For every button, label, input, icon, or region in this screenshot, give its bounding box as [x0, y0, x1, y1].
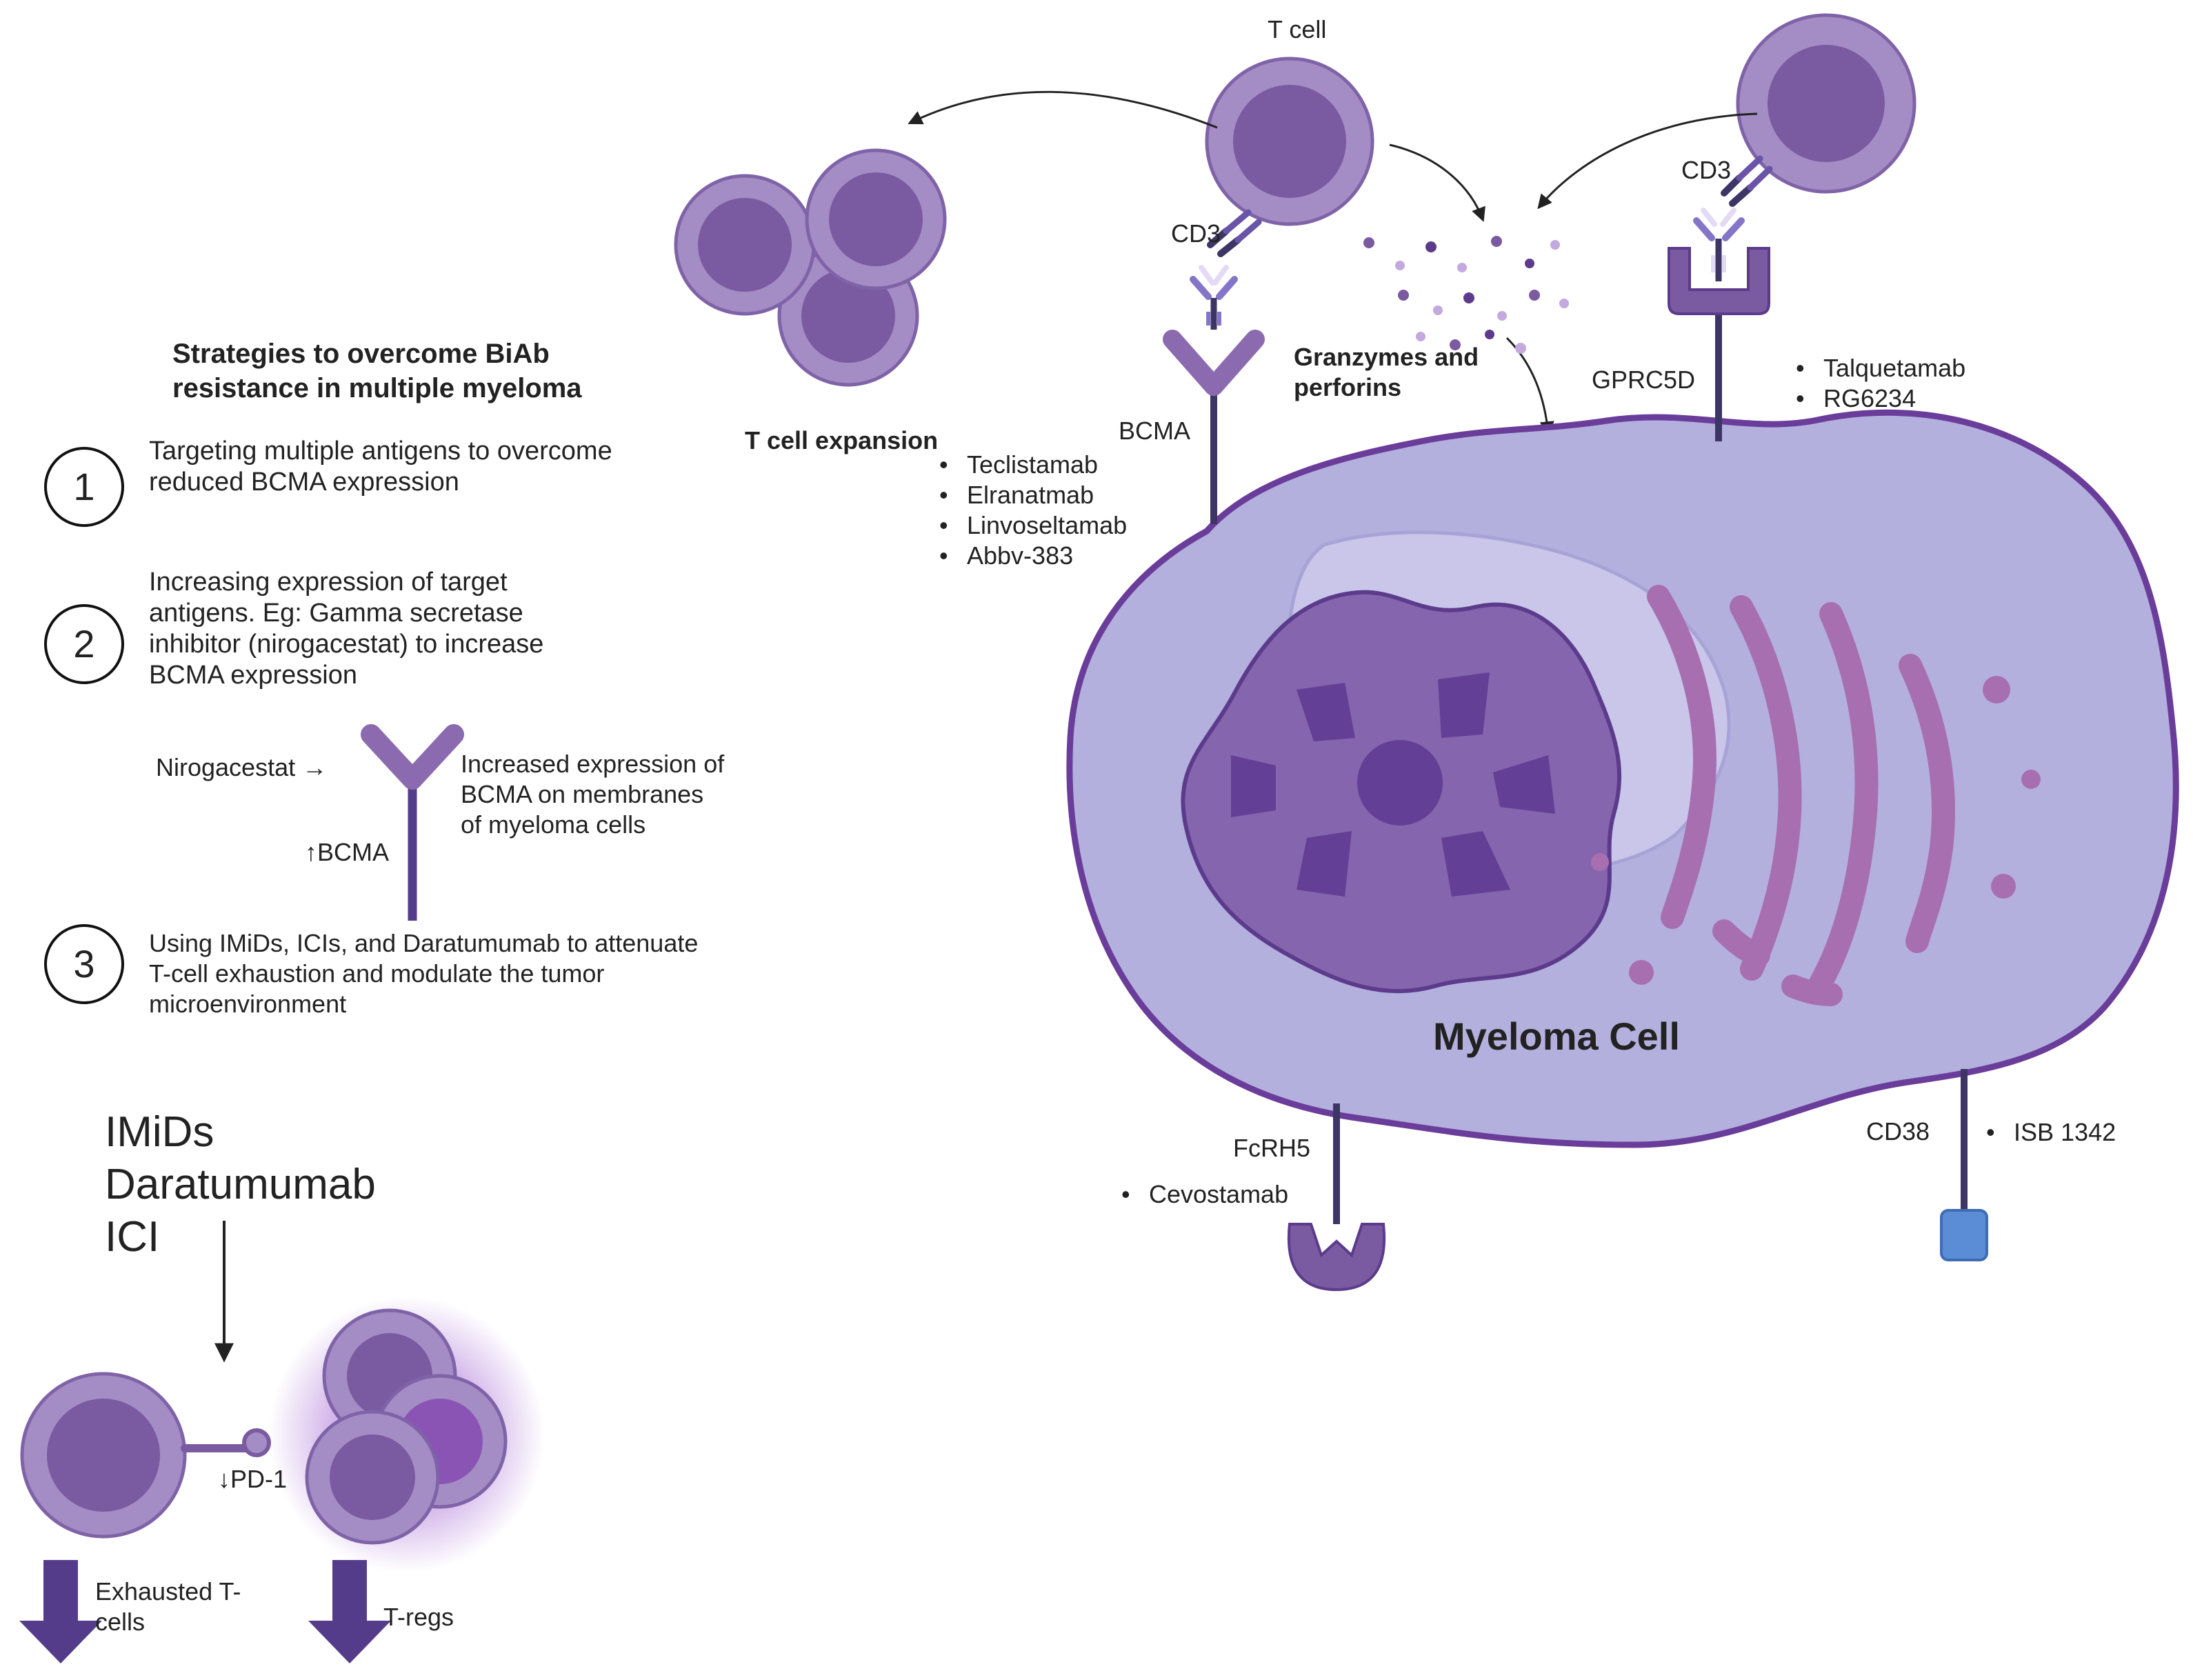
granzyme-release-arrow [1389, 143, 1485, 222]
figure-title: Strategies to overcome BiAb resistance i… [172, 337, 582, 406]
agent-imids: IMiDs [105, 1108, 214, 1156]
cd38-label: CD38 [1866, 1117, 1930, 1146]
drug-item: Cevostamab [1121, 1179, 1288, 1210]
cd3-label-right: CD3 [1681, 156, 1732, 184]
fcrh5-drug-list: Cevostamab [1121, 1179, 1288, 1210]
drug-item: Teclistamab [939, 450, 1127, 480]
strategy-3-number: 3 [44, 924, 124, 1004]
drug-item: Linvoseltamab [939, 510, 1127, 541]
strategy-2-text: Increasing expression of target antigens… [149, 568, 544, 690]
bcma-effect-text: Increased expression of BCMA on membrane… [461, 750, 725, 839]
t-regs-label: T-regs [383, 1603, 454, 1631]
er-vesicles [1591, 676, 2041, 985]
t-cell-top-right [1736, 13, 1916, 194]
drug-item: ISB 1342 [1986, 1117, 2116, 1148]
strategy-1-number: 1 [44, 447, 124, 527]
drug-item: RG6234 [1796, 383, 1965, 414]
tregs-decrease-arrow [308, 1560, 391, 1663]
nirogacestat-label: Nirogacestat → [156, 753, 328, 781]
cd3-label-left: CD3 [1171, 219, 1221, 248]
nucleus-chromatin [1231, 672, 1555, 897]
exhausted-t-cell [20, 1372, 187, 1539]
t-cell-expansion-label: T cell expansion [745, 426, 939, 454]
gprc5d-drug-list: Talquetamab RG6234 [1796, 353, 1965, 414]
exhausted-decrease-arrow [19, 1560, 102, 1663]
pd-1-label: ↓PD-1 [218, 1465, 288, 1493]
gprc5d-cd3-bispecific-antibody [1693, 155, 1773, 281]
expanded-t-cell [805, 148, 947, 290]
bcma-receptor-icon [361, 724, 464, 921]
agent-ici: ICI [105, 1213, 160, 1261]
drug-item: Elranatmab [939, 480, 1127, 510]
drug-item: Talquetamab [1796, 353, 1965, 383]
cd38-drug-list: ISB 1342 [1986, 1117, 2116, 1148]
t-regs-cluster [269, 1297, 545, 1572]
figure-title-line-2: resistance in multiple myeloma [172, 373, 582, 403]
granzyme-release-arrow-right [1537, 112, 1758, 210]
agents-list: IMiDs Daratumumab ICI [105, 1106, 376, 1263]
exhausted-t-cells-label: Exhausted T-cells [95, 1577, 241, 1636]
figure-title-line-1: Strategies to overcome BiAb [172, 339, 550, 369]
granzyme-dots [1363, 236, 1569, 354]
expansion-arrow [908, 90, 1218, 129]
bcma-label: BCMA [1119, 417, 1191, 445]
gprc5d-receptor [1668, 247, 1770, 441]
t-cell-top-left [1205, 57, 1374, 226]
strategy-2-number: 2 [44, 604, 124, 684]
cd38-receptor [1940, 1069, 1988, 1261]
agent-daratumumab: Daratumumab [105, 1161, 376, 1208]
fcrh5-label: FcRH5 [1233, 1134, 1311, 1162]
granzymes-perforins-label: Granzymes and perforins [1294, 343, 1479, 401]
drug-item: Abbv-383 [939, 541, 1127, 571]
t-cell-expansion-cluster [674, 148, 947, 387]
bcma-cd3-bispecific-antibody [1190, 209, 1262, 330]
fcrh5-receptor [1287, 1103, 1386, 1292]
bcma-drug-list: Teclistamab Elranatmab Linvoseltamab Abb… [939, 450, 1127, 571]
t-cell-label: T cell [1268, 15, 1327, 43]
strategy-3-text: Using IMiDs, ICIs, and Daratumumab to at… [149, 929, 699, 1018]
expanded-t-cell [674, 174, 816, 316]
granzyme-to-myeloma-arrow [1505, 337, 1554, 437]
pd-1-receptor [181, 1428, 271, 1457]
myeloma-cell-label: Myeloma Cell [1433, 1014, 1680, 1058]
endoplasmic-reticulum [1647, 585, 1955, 1006]
gprc5d-label: GPRC5D [1592, 366, 1696, 394]
bcma-increase-label: ↑BCMA [305, 838, 390, 866]
strategy-1-text: Targeting multiple antigens to overcome … [149, 437, 612, 497]
bcma-receptor [1163, 330, 1265, 524]
